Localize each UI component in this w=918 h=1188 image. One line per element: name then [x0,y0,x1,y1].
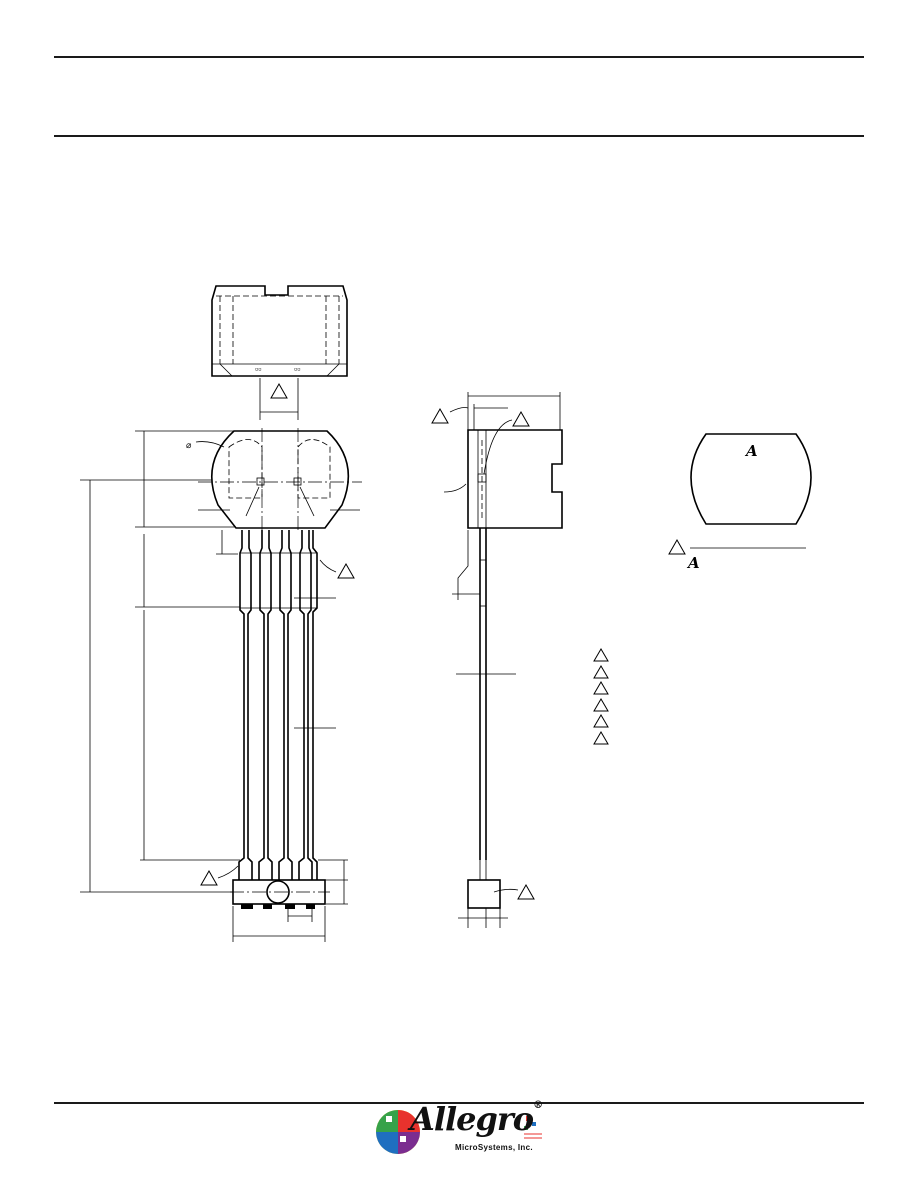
note-triangle [431,407,449,424]
note-triangle [200,869,218,886]
datum-a-glyph: A [744,442,758,460]
top-view: ▫▫ ▫▫ [211,285,348,420]
svg-text:▫▫: ▫▫ [255,364,261,374]
diameter-symbol: ⌀ [186,440,192,450]
note-triangle [270,382,288,399]
note-triangle [337,562,355,579]
sensor-detail-view [668,433,812,555]
footer-rule [54,1102,864,1104]
note-3-triangle [593,681,609,695]
note-6-triangle [593,731,609,745]
note-triangle [668,538,686,555]
notes-list [593,648,609,745]
brand-wordmark: Allegro [410,1100,534,1138]
svg-text:▫▫: ▫▫ [294,364,300,374]
brand-subtitle: MicroSystems, Inc. [455,1143,533,1152]
note-5-triangle [593,714,609,728]
header-rule-bottom [54,135,864,137]
front-view: ⌀ [80,428,362,942]
note-4-triangle [593,698,609,712]
datum-a-glyph-note: A [686,554,700,572]
leads [238,530,318,880]
side-view [431,392,563,928]
note-triangle [512,410,530,427]
note-2-triangle [593,665,609,679]
allegro-logo-icon [376,1110,542,1154]
note-1-triangle [593,648,609,662]
brand-name: Allegro® [410,1100,543,1138]
brand-registered: ® [533,1100,543,1111]
header-rule-top [54,56,864,58]
note-triangle [517,883,535,900]
